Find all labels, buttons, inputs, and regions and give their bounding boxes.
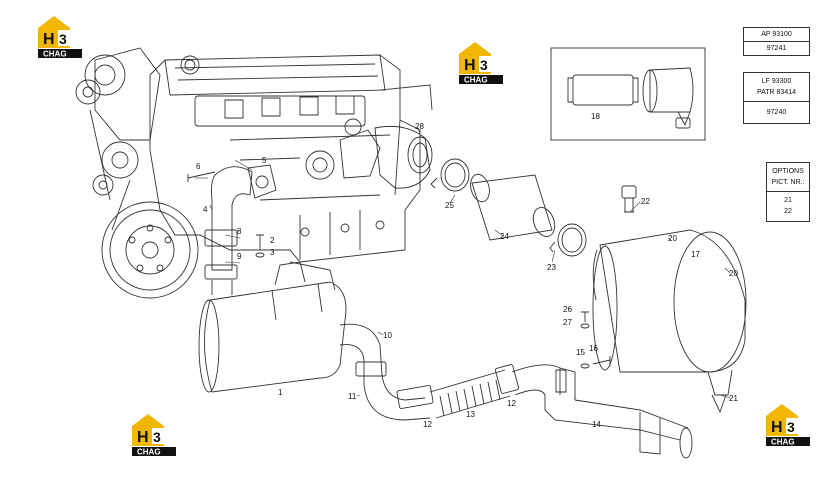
bolts	[187, 171, 265, 258]
svg-text:H: H	[137, 429, 149, 446]
reference-box-ap: AP 93100 97241	[743, 27, 810, 56]
svg-text:3: 3	[59, 31, 67, 47]
callout-6: 6	[196, 162, 201, 171]
callout-24: 24	[500, 232, 509, 241]
svg-text:H: H	[43, 31, 55, 48]
callout-27: 27	[563, 318, 572, 327]
svg-text:3: 3	[787, 419, 795, 435]
ref-code: AP 93100	[761, 31, 792, 38]
callout-2: 2	[270, 236, 275, 245]
h3-chag-logo: H 3 CHAG	[38, 16, 82, 59]
svg-text:H: H	[771, 419, 783, 436]
options-box: OPTIONS PICT. NR.: 21 22	[766, 162, 810, 222]
flywheel	[101, 201, 199, 299]
callout-18: 18	[591, 112, 600, 121]
exhaust-elbow	[204, 164, 277, 295]
callout-15: 15	[576, 348, 585, 357]
callout-8: 8	[237, 227, 242, 236]
callout-5: 5	[262, 156, 267, 165]
exhaust-pipe	[339, 323, 693, 459]
callout-9: 9	[237, 252, 242, 261]
callout-26: 26	[563, 305, 572, 314]
small-bolts	[580, 311, 611, 369]
ref-number: 97241	[744, 41, 809, 55]
callout-23: 23	[547, 263, 556, 272]
callout-22: 22	[641, 197, 650, 206]
ref-code-2: PATR 83414	[756, 89, 797, 96]
reference-box-lf: LF 93300 PATR 83414 97240	[743, 72, 810, 124]
callout-16: 16	[589, 344, 598, 353]
ref-number: 97240	[744, 101, 809, 123]
callout-14: 14	[592, 420, 601, 429]
callout-12: 12	[423, 420, 432, 429]
callout-12: 12	[507, 399, 516, 408]
intake-hose	[470, 173, 556, 241]
accessory-pulleys	[75, 47, 161, 231]
callout-21: 21	[729, 394, 738, 403]
svg-text:3: 3	[480, 57, 488, 73]
logo-text: CHAG	[137, 448, 161, 457]
h3-chag-logo: H 3 CHAG	[132, 414, 176, 457]
svg-text:3: 3	[153, 429, 161, 445]
callout-20: 20	[668, 234, 677, 243]
h3-chag-logo: H 3 CHAG	[766, 404, 810, 447]
callout-28: 28	[415, 122, 424, 131]
options-subtitle: PICT. NR.:	[771, 179, 805, 186]
callout-11: 11	[348, 392, 357, 401]
logo-text: CHAG	[43, 50, 67, 59]
options-value: 21	[767, 191, 809, 206]
options-value: 22	[784, 208, 792, 215]
filter-cartridge-inset	[550, 47, 706, 141]
callout-3: 3	[270, 248, 275, 257]
svg-text:H: H	[464, 57, 476, 74]
muffler	[198, 261, 347, 393]
callout-4: 4	[203, 205, 208, 214]
h3-chag-logo: H 3 CHAG	[459, 42, 503, 85]
callout-25: 25	[445, 201, 454, 210]
callout-20: 20	[729, 269, 738, 278]
ref-code: LF 93300	[761, 78, 792, 85]
logo-text: CHAG	[464, 76, 488, 85]
callout-10: 10	[383, 331, 392, 340]
logo-text: CHAG	[771, 438, 795, 447]
callout-1: 1	[278, 388, 283, 397]
leader-lines	[195, 126, 731, 399]
turbo-housing	[374, 125, 433, 189]
air-filter	[592, 229, 747, 414]
options-title: OPTIONS	[772, 168, 804, 175]
callout-13: 13	[466, 410, 475, 419]
restriction-indicator	[621, 185, 637, 213]
callout-17: 17	[691, 250, 700, 259]
hose-clamps	[430, 158, 587, 257]
engine-block	[149, 54, 433, 263]
